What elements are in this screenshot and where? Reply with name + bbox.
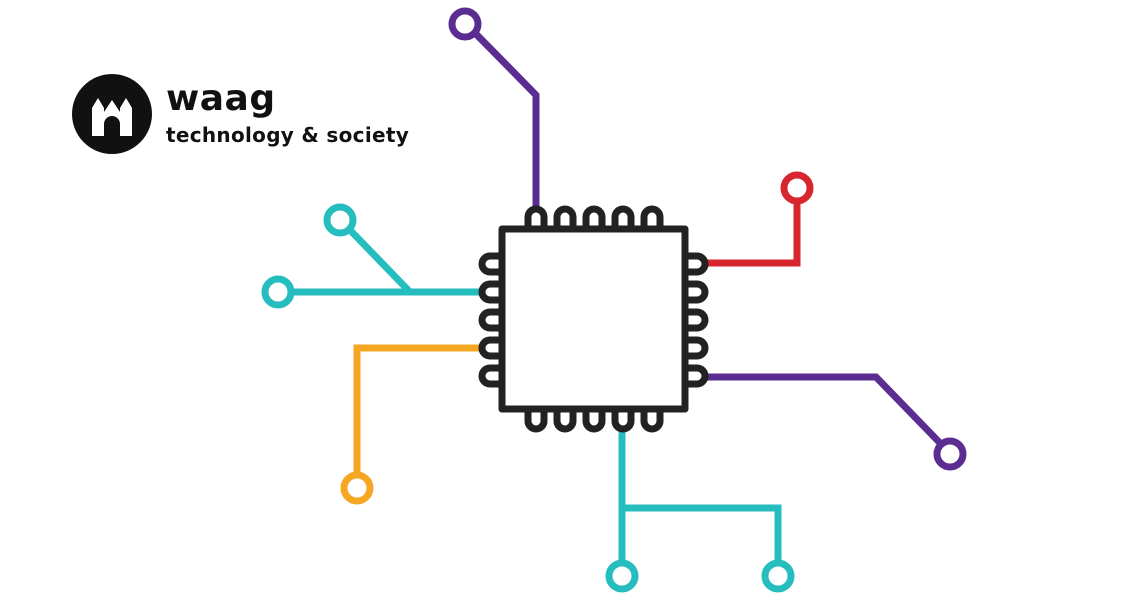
brand-tagline: technology & society — [166, 123, 410, 147]
trace-terminal-node — [780, 171, 814, 205]
trace-terminal-node — [761, 559, 795, 593]
trace-terminal-node — [261, 275, 295, 309]
microchip-body — [498, 225, 689, 413]
brand-name: waag — [166, 78, 276, 119]
trace-terminal-node — [323, 203, 357, 237]
circuit-trace-right-red — [705, 171, 814, 267]
logo-wordmark: waag technology & society — [166, 80, 409, 148]
trace-terminal-node — [448, 7, 482, 41]
circuit-trace-left-teal — [261, 203, 481, 309]
circuit-trace-top-purple — [448, 7, 540, 212]
trace-terminal-node — [340, 471, 374, 505]
circuit-trace-left-orange — [340, 344, 481, 505]
microchip-icon — [478, 205, 709, 433]
gate-towers-icon — [72, 74, 152, 154]
trace-terminal-node — [933, 437, 967, 471]
waag-logo[interactable]: waag technology & society — [72, 73, 409, 155]
trace-terminal-node — [605, 559, 639, 593]
circuit-trace-bottom-teal — [605, 430, 795, 593]
circuit-trace-right-purple — [705, 373, 967, 471]
